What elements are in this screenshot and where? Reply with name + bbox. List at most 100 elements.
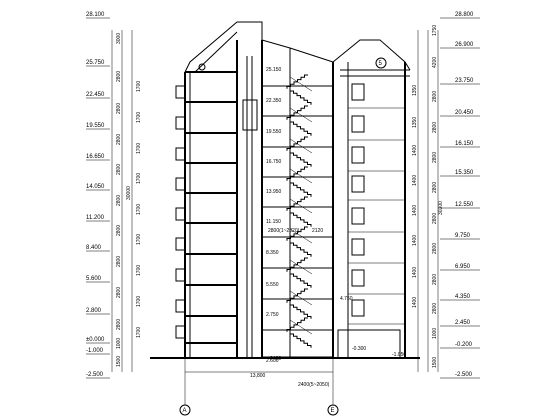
stair-elevation-label: 22.350 (266, 98, 282, 104)
left-elevation-label: 8.400 (86, 245, 102, 251)
left-elevation-label: 11.200 (86, 215, 105, 221)
stair-handrail (289, 319, 313, 335)
right-sub-dimension-label: 1400 (412, 145, 418, 156)
right-sub-dimension-label: 1400 (412, 235, 418, 246)
roof-vent-label: 5 (379, 61, 383, 67)
right-dimension-label: 2800 (432, 274, 438, 285)
right-elevation-label: 26.900 (455, 42, 474, 48)
right-elevation-label: 12.550 (455, 202, 474, 208)
left-sub-dimension-label: 1700 (136, 234, 142, 245)
stair-elevation-label: 19.550 (266, 129, 282, 135)
balcony-railing (175, 268, 186, 282)
balcony-railing (175, 325, 186, 339)
right-dimension-label: 2800 (432, 213, 438, 224)
balcony-railing (175, 177, 186, 191)
stair-elevation-label: 8.350 (266, 250, 279, 256)
ground-entrance (337, 329, 401, 359)
right-sub-dimension-label: 1400 (412, 175, 418, 186)
right-elevation-label: 28.800 (455, 12, 474, 18)
mid-label-4750: 4.750 (340, 296, 353, 302)
left-elevation-label: 16.650 (86, 154, 105, 160)
left-dimension-label: 2800 (116, 256, 122, 267)
mid-label-neg1050: -1.050 (392, 352, 406, 358)
left-dimension-label: 1500 (116, 356, 122, 367)
stair-flight-down (290, 212, 312, 227)
left-sub-dimension-label: 1700 (136, 296, 142, 307)
right-sub-dimension-label: 1350 (412, 117, 418, 128)
elevator-car (242, 99, 258, 131)
roof-rafter (194, 31, 238, 73)
right-dimension-label: 2800 (432, 91, 438, 102)
bottom-dim-2400: 2400 (270, 356, 281, 362)
stair-flight-down (290, 273, 312, 288)
stair-handrail (289, 290, 313, 306)
stair-flight-down (290, 121, 312, 136)
right-windows (337, 83, 405, 359)
stair-elevation-labels: 25.15022.35019.55016.75013.95011.1508.35… (266, 67, 366, 364)
right-elevation-labels: 28.80026.90023.75020.45016.15015.35012.5… (440, 12, 480, 379)
left-dimension-label: 2800 (116, 195, 122, 206)
balcony-railing (175, 207, 186, 221)
right-dimension-labels: 1750420028002800280028002800280028002800… (412, 25, 438, 368)
facade-window (351, 238, 365, 256)
left-sub-dimension-label: 1700 (136, 327, 142, 338)
right-sub-dimension-label: 1400 (412, 267, 418, 278)
facade-window (351, 83, 365, 101)
stair-handrail (289, 228, 313, 244)
right-elevation-label: 4.350 (455, 294, 471, 300)
left-sub-dimension-label: 1700 (136, 265, 142, 276)
axis-marker-a (179, 404, 191, 416)
left-dimension-labels: 3000280028002800280028002800280028002800… (116, 33, 142, 367)
stair-handrail (289, 259, 313, 275)
balcony-railing (175, 116, 186, 130)
left-dimension-label: 2800 (116, 225, 122, 236)
stair-elevation-label: 11.150 (266, 219, 281, 225)
balcony-railing (175, 85, 186, 99)
right-dimension-label: 4200 (432, 57, 438, 68)
right-elevation-label: 6.950 (455, 264, 471, 270)
facade-window (351, 115, 365, 133)
section-linework (150, 21, 420, 359)
stair-elevation-label: 13.950 (266, 189, 282, 195)
left-elevation-label: 2.800 (86, 308, 102, 314)
right-elevation-label: 16.150 (455, 141, 474, 147)
left-elevation-label: ±0.000 (86, 337, 105, 343)
stair-handrail (289, 76, 313, 92)
stair-handrail (289, 198, 313, 214)
stair-elevation-label: 16.750 (266, 159, 282, 165)
left-sub-dimension-label: 1700 (136, 112, 142, 123)
right-dimension-label: 1000 (432, 328, 438, 339)
left-elevation-label: 28.100 (86, 12, 105, 18)
right-dimension-label: 2800 (432, 303, 438, 314)
right-dimension-label: 2800 (432, 182, 438, 193)
roof-eave-circle (198, 63, 206, 71)
axis-marker-e (327, 404, 339, 416)
left-elevation-label: 22.450 (86, 92, 105, 98)
left-dimension-label: 1000 (116, 338, 122, 349)
facade-window (351, 269, 365, 287)
right-dimension-label: 2800 (432, 243, 438, 254)
right-elevation-label: 20.450 (455, 110, 474, 116)
stair-flight-down (290, 333, 312, 348)
bottom-dim-total: 13,800 (250, 373, 266, 379)
left-sub-dimension-label: 1700 (136, 81, 142, 92)
right-sub-dimension-label: 1400 (412, 297, 418, 308)
left-sub-dimension-label: 1700 (136, 204, 142, 215)
left-dimension-label: 2800 (116, 71, 122, 82)
right-dimension-label: 1750 (432, 25, 438, 36)
stair-handrail (289, 107, 313, 123)
stair-handrail (289, 138, 313, 154)
axis-label-a: A (183, 408, 187, 414)
right-elevation-label: -0.200 (455, 342, 473, 348)
stair-flight-down (290, 242, 312, 257)
left-dimension-label: 2800 (116, 319, 122, 330)
left-dimension-label: 2800 (116, 134, 122, 145)
left-elevation-label: 25.750 (86, 60, 105, 66)
left-elevation-labels: 28.10025.75022.45019.55016.65014.05011.2… (86, 12, 110, 379)
facade-window (351, 299, 365, 317)
axis-label-e: E (331, 408, 335, 414)
left-elevation-label: 19.550 (86, 123, 105, 129)
mid-label-landing-dim: 2800(1~2020) (268, 228, 300, 234)
left-elevation-label: -2.500 (86, 372, 104, 378)
